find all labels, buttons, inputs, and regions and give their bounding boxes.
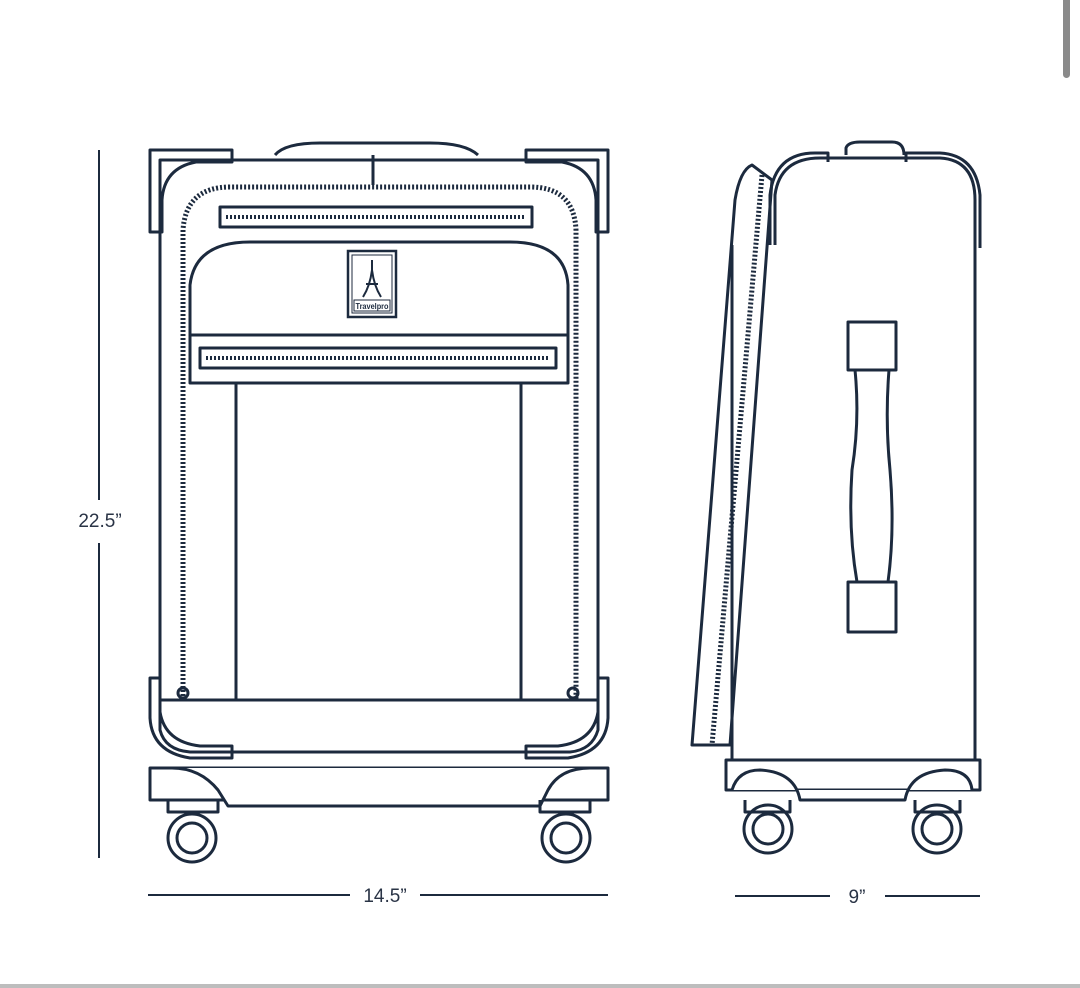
height-label: 22.5” [78, 511, 121, 532]
side-left-wheel [742, 803, 794, 855]
front-top-handle [273, 141, 480, 157]
front-pocket-zipper [188, 333, 570, 385]
logo-text: Travelpro [356, 302, 389, 311]
side-body [730, 156, 977, 762]
side-handle-top-cap [846, 320, 898, 372]
width-label: 14.5” [363, 886, 406, 907]
top-pocket-zipper [218, 205, 534, 229]
front-view [148, 141, 610, 864]
front-right-wheel [540, 812, 592, 864]
front-zipper [180, 184, 579, 700]
side-view [690, 140, 982, 855]
vertical-scrollbar[interactable] [1063, 0, 1070, 78]
side-handle [849, 369, 894, 584]
travelpro-logo: Travelpro [346, 249, 398, 319]
front-pocket [188, 240, 570, 335]
side-top-handle [844, 140, 906, 156]
side-handle-bottom-cap [846, 580, 898, 634]
side-front-panel [690, 163, 774, 747]
front-base [158, 698, 600, 754]
bottom-divider [0, 984, 1080, 988]
side-right-wheel [911, 803, 963, 855]
depth-label: 9” [849, 887, 866, 908]
front-left-wheel [166, 812, 218, 864]
